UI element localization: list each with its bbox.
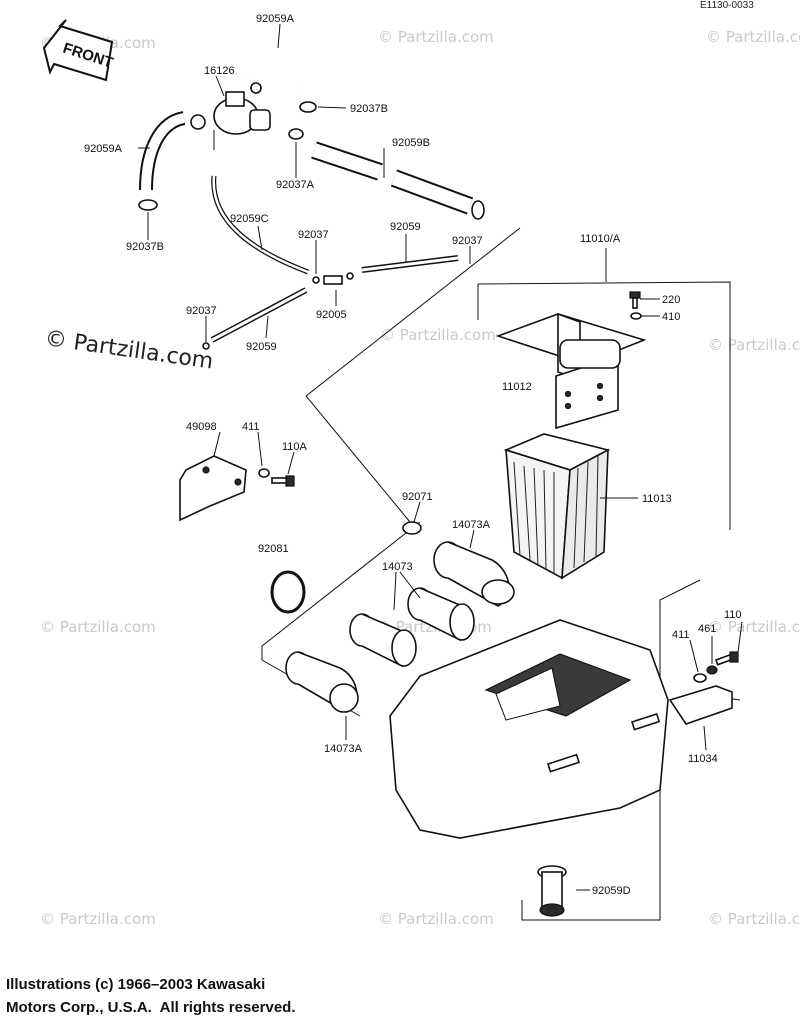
- callout-49098: 49098: [186, 421, 217, 433]
- callout-92071: 92071: [402, 491, 433, 503]
- watermark: © Partzilla.com: [708, 618, 800, 636]
- callout-92059C: 92059C: [230, 213, 269, 225]
- watermark: © Partzilla.com: [380, 326, 496, 344]
- callout-92059-low: 92059: [246, 341, 277, 353]
- callout-92059A-top: 92059A: [256, 13, 295, 25]
- callout-92059A-left: 92059A: [84, 143, 123, 155]
- copyright-notice: Illustrations (c) 1966–2003 Kawasaki Mot…: [6, 973, 296, 1019]
- callout-14073A-low: 14073A: [324, 743, 363, 755]
- oring-92081-icon: [270, 570, 306, 614]
- drain-92059D-icon: [537, 865, 567, 917]
- watermark: © Partzilla.com: [706, 28, 800, 46]
- grommet-92071-icon: [402, 521, 422, 535]
- washer-411-icon: [258, 468, 270, 478]
- callout-92037B-left: 92037B: [126, 241, 164, 253]
- clamp-92037B-icon: [299, 101, 317, 113]
- cover-11012-icon: [495, 312, 647, 430]
- watermark: © Partzilla.com: [40, 618, 156, 636]
- callout-411-right: 411: [672, 629, 690, 641]
- callout-92005: 92005: [316, 309, 347, 321]
- callout-92037-low: 92037: [186, 305, 217, 317]
- washer-411-right-icon: [693, 673, 707, 683]
- joint-92005-icon: [312, 272, 354, 285]
- leader-line: [477, 281, 731, 530]
- callout-92037-right: 92037: [452, 235, 483, 247]
- callout-92037B-right: 92037B: [350, 103, 388, 115]
- watermark: © Partzilla.com: [708, 910, 800, 928]
- callout-11013: 11013: [642, 493, 672, 505]
- front-arrow-icon: FRONT: [42, 19, 115, 82]
- callout-461: 461: [698, 623, 716, 635]
- clamp-92037A-icon: [288, 128, 304, 140]
- callout-92059D: 92059D: [592, 885, 631, 897]
- washer-410-icon: [630, 312, 642, 320]
- valve-16126-icon: [190, 82, 271, 150]
- duct-14073A-top-icon: [433, 541, 515, 607]
- callout-92059-right: 92059: [390, 221, 421, 233]
- duct-14073-b-icon: [349, 613, 417, 668]
- copyright-line-2: Motors Corp., U.S.A. All rights reserved…: [6, 999, 296, 1016]
- callout-92037-mid: 92037: [298, 229, 329, 241]
- watermark: © Partzilla.com: [708, 336, 800, 354]
- callout-11012: 11012: [502, 381, 532, 393]
- watermark: © Partzilla.com: [40, 910, 156, 928]
- hose-92059A-left-icon: [138, 111, 186, 211]
- leader-line: [305, 227, 521, 523]
- hose-92059A-top-icon: [244, 44, 306, 89]
- bracket-11034-icon: [668, 685, 733, 725]
- bolt-110-icon: [714, 651, 739, 666]
- callout-11010A: 11010/A: [580, 233, 621, 245]
- callout-14073: 14073: [382, 561, 413, 573]
- airbox-case-icon: [389, 619, 669, 839]
- callout-411-top: 411: [242, 421, 260, 433]
- callout-110: 110: [724, 609, 742, 621]
- callout-110A: 110A: [282, 441, 308, 453]
- hose-92059B-icon: [311, 141, 485, 220]
- callout-410: 410: [662, 311, 680, 323]
- callout-92037A: 92037A: [276, 179, 315, 191]
- drawing-code: E1130-0033: [700, 0, 754, 11]
- bolt-110A-icon: [271, 475, 295, 487]
- duct-14073A-low-icon: [285, 651, 359, 713]
- watermark: © Partzilla.com: [378, 28, 494, 46]
- watermark: © Partzilla.com: [378, 910, 494, 928]
- callout-14073A-top: 14073A: [452, 519, 491, 531]
- callout-labels: 92059A 16126 92037B 92059A 92059B 92037A…: [84, 13, 742, 897]
- filter-element-11013-icon: [503, 433, 611, 580]
- duct-14073-a-icon: [407, 587, 475, 642]
- washer-461-icon: [706, 665, 718, 675]
- callout-92059B: 92059B: [392, 137, 430, 149]
- copyright-line-1: Illustrations (c) 1966–2003 Kawasaki: [6, 976, 266, 993]
- bracket-49098-icon: [179, 455, 247, 522]
- callout-220: 220: [662, 294, 680, 306]
- callout-92081: 92081: [258, 543, 289, 555]
- callout-11034: 11034: [688, 753, 718, 765]
- callout-16126: 16126: [204, 65, 235, 77]
- bolt-220-icon: [629, 291, 641, 309]
- watermark-main: © Partzilla.com: [43, 326, 215, 374]
